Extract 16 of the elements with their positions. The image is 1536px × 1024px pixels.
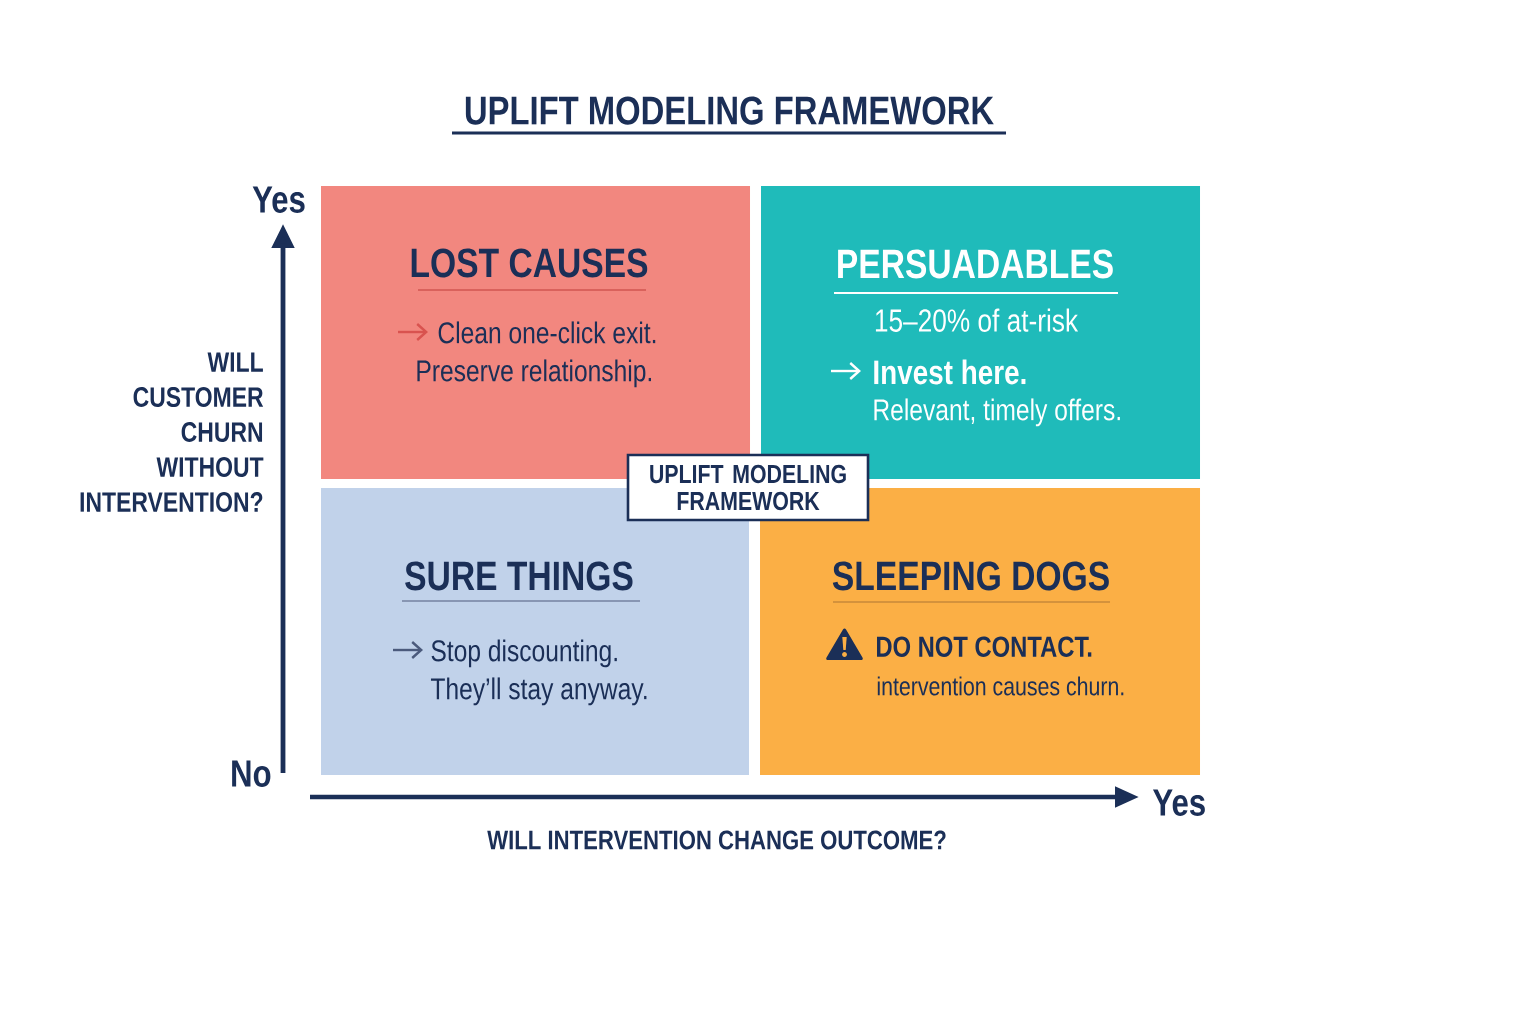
- quadrant-heading: SLEEPING DOGS: [832, 561, 1109, 591]
- action-text: Clean one-click exit. Preserve relationship.: [417, 321, 656, 388]
- axis-end-label: No: [232, 760, 271, 787]
- warning-text: DO NOT CONTACT.: [877, 636, 1092, 657]
- quadrant-heading: PERSUADABLES: [838, 249, 1113, 279]
- note-text: intervention causes churn.: [877, 676, 1124, 696]
- note-text: Relevant, timely offers.: [874, 398, 1120, 427]
- action-text: Stop discounting. They’ll stay anyway.: [430, 639, 647, 706]
- quadrant-heading: LOST CAUSES: [411, 248, 648, 278]
- label-box: UPLIFT MODELING FRAMEWORK: [626, 453, 870, 522]
- axis-title: WILL INTERVENTION CHANGE OUTCOME?: [487, 830, 946, 850]
- action-text: Invest here.: [874, 359, 1026, 385]
- title: UPLIFT MODELING FRAMEWORK: [465, 96, 994, 125]
- quadrant-heading: SURE THINGS: [405, 561, 633, 591]
- axis-title: WILL CUSTOMER CHURN WITHOUT INTERVENTION?: [80, 352, 264, 512]
- stat-text: 15–20% of at-risk: [875, 308, 1079, 332]
